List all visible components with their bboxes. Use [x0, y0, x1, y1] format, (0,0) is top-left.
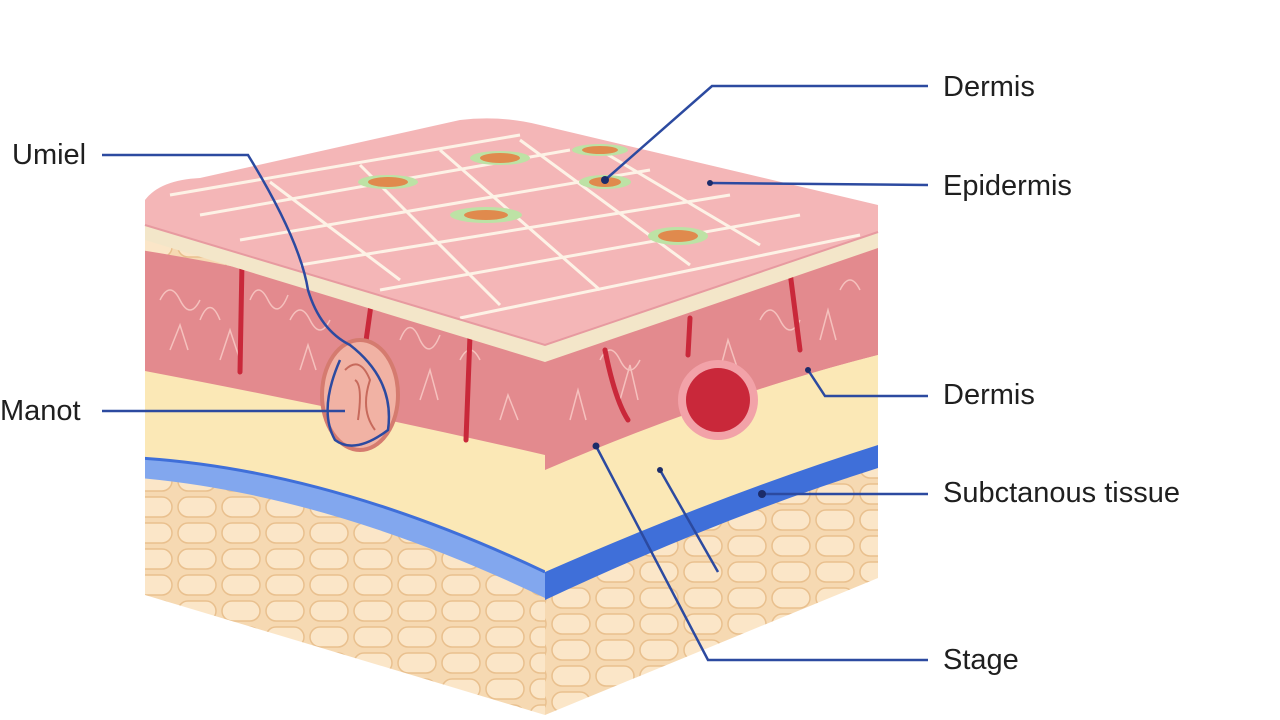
hypodermis-yellow-front: [145, 370, 545, 570]
label-manot: Manot: [0, 395, 81, 427]
label-epidermis: Epidermis: [943, 170, 1072, 202]
label-umiel: Umiel: [12, 139, 87, 171]
epidermis-cell-lines: [169, 133, 861, 320]
hypodermis-yellow-side: [545, 355, 878, 575]
leader-dermis-mid: [806, 369, 928, 398]
leader-umiel: [102, 153, 391, 447]
leader-epidermis: [709, 181, 929, 187]
red-follicle-node: [678, 360, 758, 440]
dermis-texture-front: [159, 289, 519, 421]
blue-vessel-band-front: [145, 458, 545, 598]
vessels-side: [602, 269, 803, 423]
leader-dermis-top: [604, 84, 928, 181]
label-dermis-top: Dermis: [943, 71, 1035, 103]
leader-stage: [594, 445, 928, 662]
label-subctanous: Subctanous tissue: [943, 477, 1180, 509]
gland-structure: [320, 338, 400, 452]
label-dermis-mid: Dermis: [943, 379, 1035, 411]
blue-vessel-band-side: [545, 445, 878, 600]
label-stage: Stage: [943, 644, 1019, 676]
leader-dots: [592, 176, 811, 498]
top-face-epidermis: [144, 118, 879, 362]
leader-lines: [102, 84, 929, 662]
leader-stage-2: [658, 469, 720, 573]
